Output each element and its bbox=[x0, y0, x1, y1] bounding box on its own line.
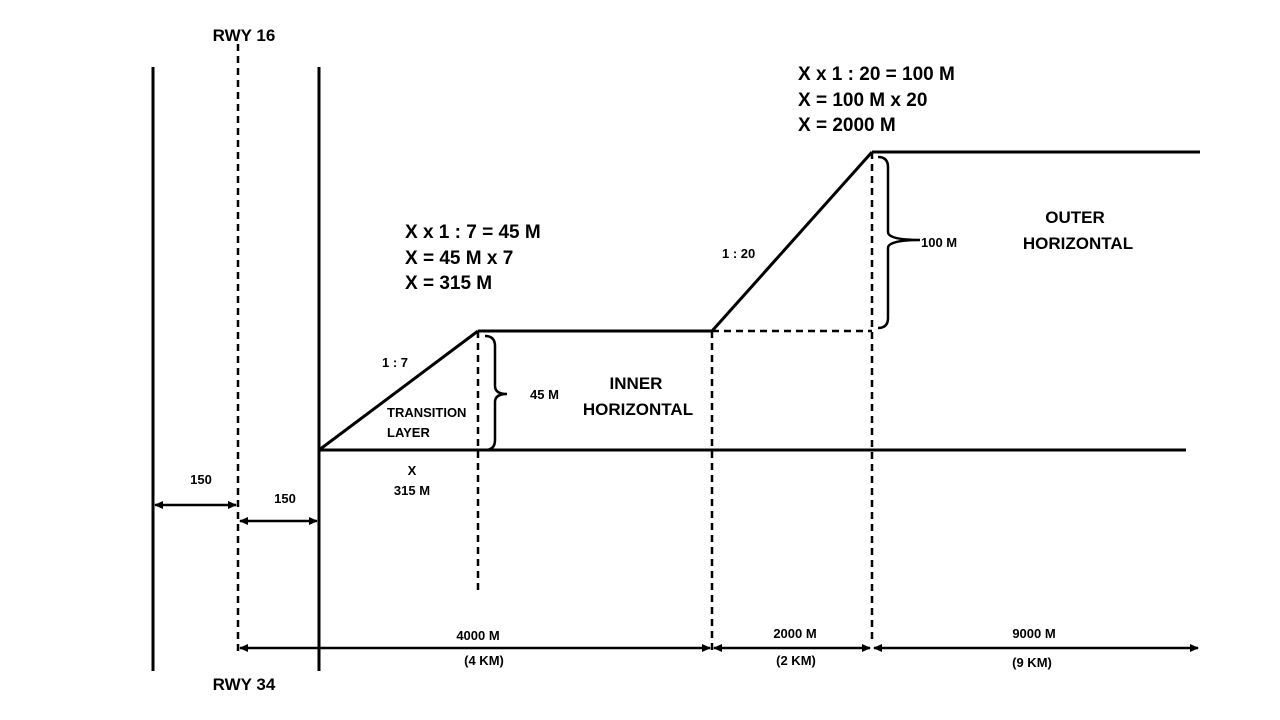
dimension-4000-sub-label: (4 KM) bbox=[464, 653, 504, 668]
transition-slope-line bbox=[318, 329, 479, 452]
transition-formula-line-2: X = 45 M x 7 bbox=[405, 248, 513, 269]
runway-bottom-label: RWY 34 bbox=[213, 675, 276, 694]
runway-top-label: RWY 16 bbox=[213, 26, 276, 45]
transition-run-label-2: 315 M bbox=[394, 483, 430, 498]
dimension-4000-label: 4000 M bbox=[456, 628, 499, 643]
dimension-9000-sub-label: (9 KM) bbox=[1012, 655, 1052, 670]
transition-height-label: 45 M bbox=[530, 387, 559, 402]
transition-run-label-1: X bbox=[408, 463, 417, 478]
dimension-9000-label: 9000 M bbox=[1012, 626, 1055, 641]
inner-horizontal-label-2: HORIZONTAL bbox=[583, 400, 693, 419]
transition-layer-label-2: LAYER bbox=[387, 425, 430, 440]
transition-formula-line-1: X x 1 : 7 = 45 M bbox=[405, 222, 541, 243]
outer-horizontal-label-1: OUTER bbox=[1045, 208, 1105, 227]
outer-horizontal-label-2: HORIZONTAL bbox=[1023, 234, 1133, 253]
transition-formula-line-3: X = 315 M bbox=[405, 273, 492, 294]
height-45-brace bbox=[484, 334, 508, 452]
offset-left-label: 150 bbox=[190, 472, 212, 487]
height-100-brace bbox=[877, 155, 921, 330]
conical-formula-line-3: X = 2000 M bbox=[798, 115, 896, 136]
conical-formula-line-2: X = 100 M x 20 bbox=[798, 90, 927, 111]
offset-right-label: 150 bbox=[274, 491, 296, 506]
dimension-2000-label: 2000 M bbox=[773, 626, 816, 641]
transition-layer-label-1: TRANSITION bbox=[387, 405, 466, 420]
conical-slope-line bbox=[710, 151, 874, 332]
inner-horizontal-label-1: INNER bbox=[610, 374, 663, 393]
dimension-2000-sub-label: (2 KM) bbox=[776, 653, 816, 668]
conical-height-label: 100 M bbox=[921, 235, 957, 250]
transition-slope-label: 1 : 7 bbox=[382, 355, 408, 370]
conical-formula-line-1: X x 1 : 20 = 100 M bbox=[798, 64, 955, 85]
conical-slope-label: 1 : 20 bbox=[722, 246, 755, 261]
